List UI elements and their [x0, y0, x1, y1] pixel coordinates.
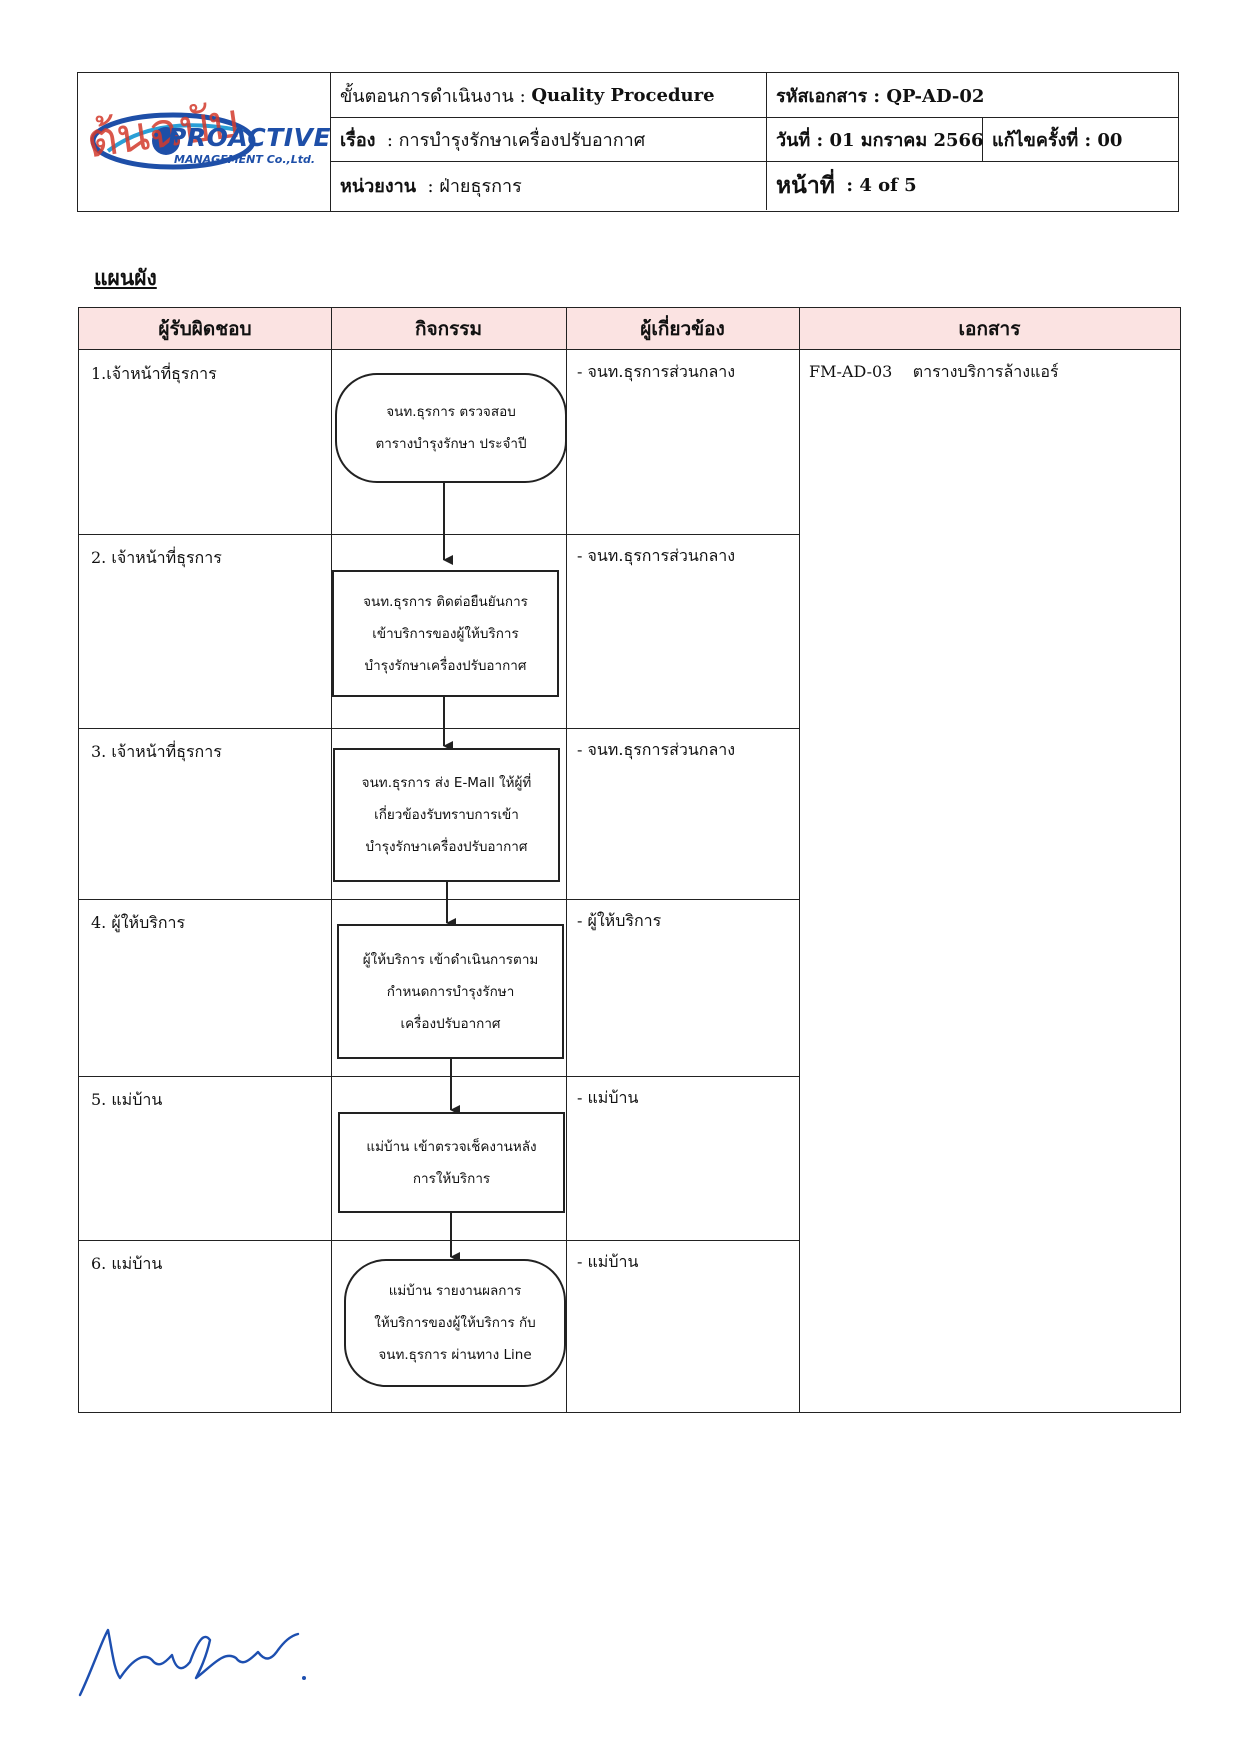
effective-date: วันที่ : 01 มกราคม 2566 — [776, 129, 984, 151]
activity-step-6: แม่บ้าน รายงานผลการให้บริการของผู้ให้บริ… — [344, 1259, 566, 1387]
document-reference: FM-AD-03 ตารางบริการล้างแอร์ — [809, 360, 1059, 385]
activity-step-4: ผู้ให้บริการ เข้าดำเนินการตามกำหนดการบำร… — [337, 924, 564, 1059]
responsible-4: 4. ผู้ให้บริการ — [91, 913, 186, 932]
col-header-activity: กิจกรรม — [414, 318, 483, 340]
activity-2-line-1: จนท.ธุรการ ติดต่อยืนยันการ — [363, 593, 528, 610]
col-header-related: ผู้เกี่ยวข้อง — [640, 318, 725, 340]
related-6: - แม่บ้าน — [577, 1252, 639, 1271]
procedure-cell: ขั้นตอนการดำเนินงาน : Quality Procedure — [332, 73, 766, 117]
activity-step-2: จนท.ธุรการ ติดต่อยืนยันการเข้าบริการของผ… — [332, 570, 559, 697]
procedure-label: ขั้นตอนการดำเนินงาน : — [340, 85, 526, 107]
logo-brand-subtext: MANAGEMENT Co.,Ltd. — [174, 153, 316, 166]
responsible-6: 6. แม่บ้าน — [91, 1254, 163, 1273]
document-header: ต้นฉบับ PROACTIVE MANAGEMENT Co.,Ltd. ขั… — [77, 72, 1179, 212]
activity-step-3: จนท.ธุรการ ส่ง E-Mall ให้ผู้ที่เกี่ยวข้อ… — [333, 748, 560, 882]
activity-4-line-3: เครื่องปรับอากาศ — [400, 1015, 501, 1032]
subject-cell: เรื่อง : การบำรุงรักษาเครื่องปรับอากาศ — [332, 117, 766, 161]
subject-label: เรื่อง — [340, 129, 376, 151]
responsible-3: 3. เจ้าหน้าที่ธุรการ — [91, 742, 222, 761]
document-name: ตารางบริการล้างแอร์ — [912, 362, 1059, 381]
handwritten-signature — [78, 1628, 306, 1697]
company-logo: ต้นฉบับ PROACTIVE MANAGEMENT Co.,Ltd. — [78, 73, 331, 211]
flowchart-table: ผู้รับผิดชอบ กิจกรรม ผู้เกี่ยวข้อง เอกสา… — [78, 307, 1181, 1413]
unit-label: หน่วยงาน — [340, 176, 417, 197]
related-2: - จนท.ธุรการส่วนกลาง — [577, 546, 736, 565]
unit-value: : ฝ่ายธุรการ — [427, 176, 522, 197]
unit-cell: หน่วยงาน : ฝ่ายธุรการ — [332, 161, 766, 210]
page-number-cell: หน้าที่ : 4 of 5 — [768, 161, 1178, 210]
responsible-5: 5. แม่บ้าน — [91, 1090, 163, 1109]
revision-number: แก้ไขครั้งที่ : 00 — [992, 129, 1123, 151]
subject-value: : การบำรุงรักษาเครื่องปรับอากาศ — [386, 129, 646, 151]
col-header-documents: เอกสาร — [958, 318, 1021, 340]
activity-5-line-2: การให้บริการ — [412, 1170, 491, 1187]
page-label: หน้าที่ — [776, 171, 835, 199]
activity-6-line-3: จนท.ธุรการ ผ่านทาง Line — [378, 1347, 532, 1363]
activity-6-line-2: ให้บริการของผู้ให้บริการ กับ — [374, 1315, 536, 1331]
activity-2-line-2: เข้าบริการของผู้ให้บริการ — [372, 625, 519, 642]
section-title: แผนผัง — [94, 265, 157, 290]
flow-connectors — [443, 439, 460, 1262]
activity-1-line-2: ตารางบำรุงรักษา ประจำปี — [375, 436, 527, 452]
activity-4-line-1: ผู้ให้บริการ เข้าดำเนินการตาม — [362, 951, 539, 968]
responsible-1: 1.เจ้าหน้าที่ธุรการ — [91, 364, 217, 383]
activity-6-line-1: แม่บ้าน รายงานผลการ — [388, 1283, 522, 1299]
responsible-2: 2. เจ้าหน้าที่ธุรการ — [91, 548, 222, 567]
page-value: : 4 of 5 — [846, 175, 917, 196]
activity-1-line-1: จนท.ธุรการ ตรวจสอบ — [386, 404, 516, 420]
logo-brand-text: PROACTIVE — [168, 123, 331, 152]
activity-3-line-3: บำรุงรักษาเครื่องปรับอากาศ — [365, 839, 528, 855]
document-code-fm: FM-AD-03 — [809, 362, 893, 381]
table-header-row — [79, 308, 1180, 350]
activity-4-line-2: กำหนดการบำรุงรักษา — [386, 983, 515, 1000]
activity-3-line-2: เกี่ยวข้องรับทราบการเข้า — [374, 807, 519, 823]
activity-step-1: จนท.ธุรการ ตรวจสอบตารางบำรุงรักษา ประจำป… — [335, 373, 567, 483]
logo-swoosh-icon — [90, 112, 256, 170]
procedure-value: Quality Procedure — [531, 84, 715, 106]
activity-step-5: แม่บ้าน เข้าตรวจเช็คงานหลังการให้บริการ — [338, 1112, 565, 1213]
document-code: รหัสเอกสาร : QP-AD-02 — [776, 85, 985, 107]
related-1: - จนท.ธุรการส่วนกลาง — [577, 362, 736, 381]
related-3: - จนท.ธุรการส่วนกลาง — [577, 740, 736, 759]
activity-5-line-1: แม่บ้าน เข้าตรวจเช็คงานหลัง — [366, 1138, 537, 1155]
related-5: - แม่บ้าน — [577, 1088, 639, 1107]
activity-2-line-3: บำรุงรักษาเครื่องปรับอากาศ — [364, 657, 527, 674]
related-4: - ผู้ให้บริการ — [577, 911, 662, 930]
activity-3-line-1: จนท.ธุรการ ส่ง E-Mall ให้ผู้ที่ — [361, 775, 532, 791]
col-header-responsible: ผู้รับผิดชอบ — [158, 318, 252, 340]
